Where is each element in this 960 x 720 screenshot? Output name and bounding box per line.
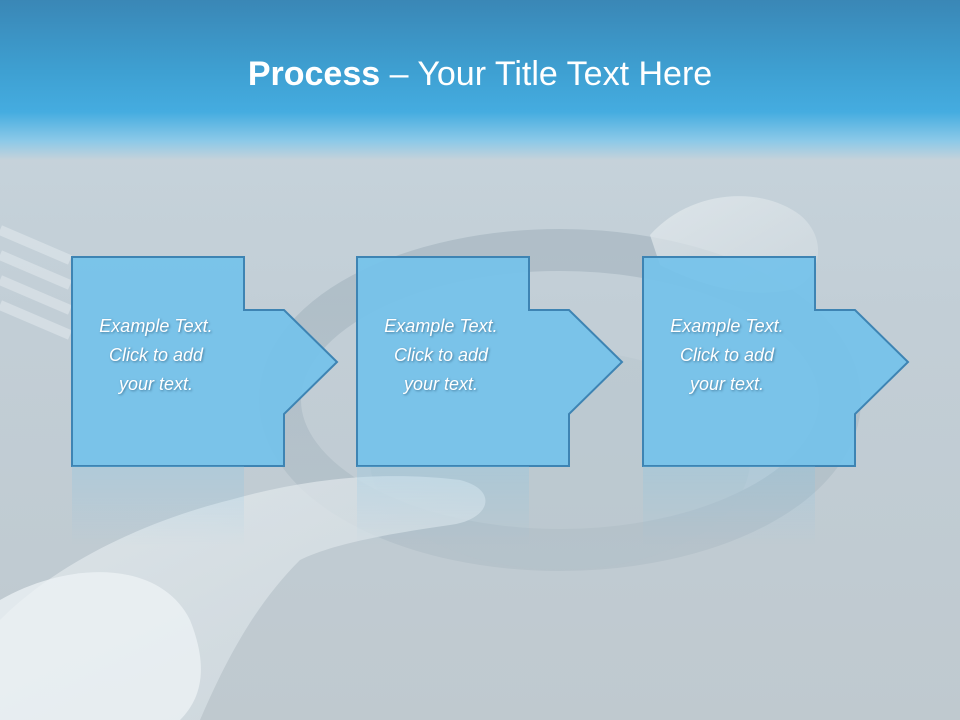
process-step-3[interactable]: Example Text. Click to add your text. (642, 256, 960, 546)
title-band (0, 0, 960, 160)
step-reflection (643, 466, 815, 546)
title-bold: Process (247, 55, 381, 93)
process-step-1[interactable]: Example Text. Click to add your text. (71, 256, 411, 546)
title-separator: – (380, 55, 418, 93)
process-step-2[interactable]: Example Text. Click to add your text. (356, 256, 696, 546)
step-reflection (357, 466, 529, 546)
title-text: Your Title Text Here (417, 55, 713, 93)
step-reflection (72, 466, 244, 546)
step-label[interactable]: Example Text. Click to add your text. (384, 316, 498, 394)
step-label[interactable]: Example Text. Click to add your text. (99, 316, 213, 394)
slide-title[interactable]: Process – Your Title Text Here (0, 52, 960, 96)
step-label[interactable]: Example Text. Click to add your text. (670, 316, 784, 394)
